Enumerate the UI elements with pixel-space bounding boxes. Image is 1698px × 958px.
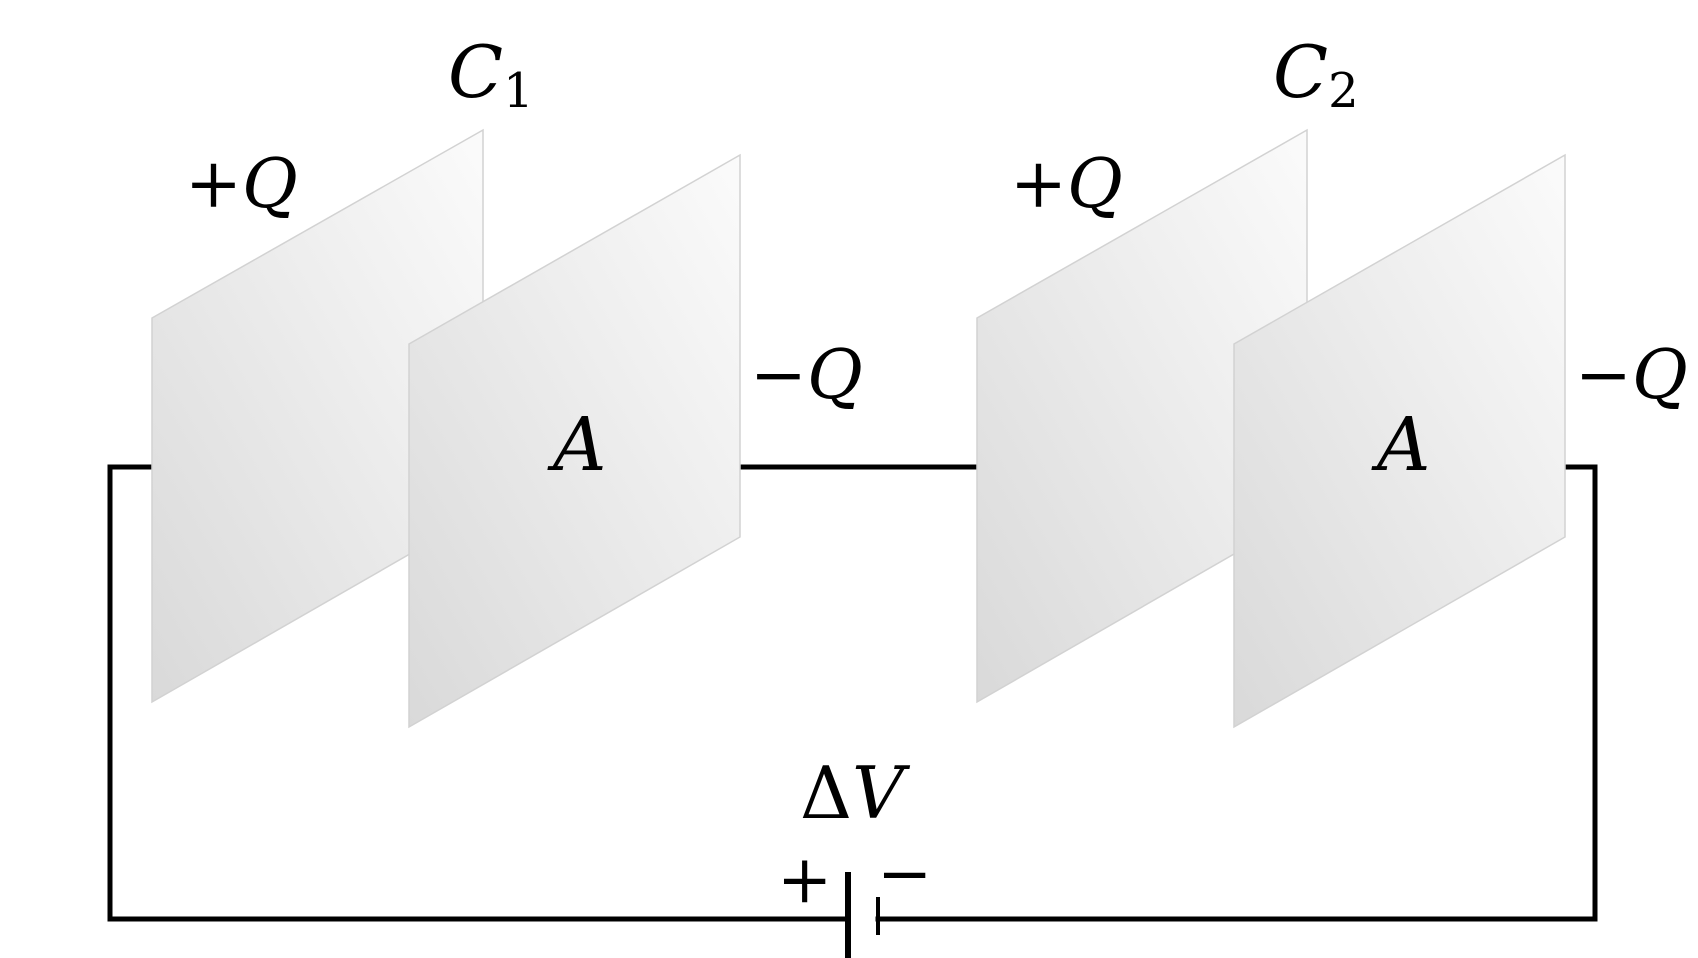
capacitor-c1-label: C1 [448,30,534,119]
capacitor-c2-area-label: A [1371,402,1430,488]
wire-right-loop [875,464,1598,922]
battery-voltage-delta: Δ [800,751,852,835]
capacitor-c1-name: C [448,30,503,114]
capacitor-c1-area-label: A [547,402,606,488]
capacitor-c1-negative-plate [408,153,741,729]
capacitor-c2-positive-charge: +Q [1010,145,1123,224]
battery-symbol [845,872,880,958]
capacitor-c2-label: C2 [1273,30,1359,119]
capacitor-c1 [151,128,741,729]
capacitor-c2-name: C [1273,30,1328,114]
circuit-wires [107,464,1598,922]
battery-negative-terminal-label: − [877,835,932,912]
battery-positive-terminal-label: + [777,841,832,918]
capacitor-c2-subscript: 2 [1328,63,1359,119]
capacitor-c2 [976,128,1566,729]
capacitor-c2-negative-charge: −Q [1575,336,1688,415]
battery-voltage-symbol: V [852,751,911,835]
capacitor-c1-negative-charge: −Q [750,336,863,415]
capacitor-c1-positive-charge: +Q [185,145,298,224]
capacitor-c2-negative-plate [1233,153,1566,729]
capacitor-c1-subscript: 1 [503,63,534,119]
wire-left-loop [107,464,851,922]
battery-voltage-label: ΔV [800,751,911,835]
